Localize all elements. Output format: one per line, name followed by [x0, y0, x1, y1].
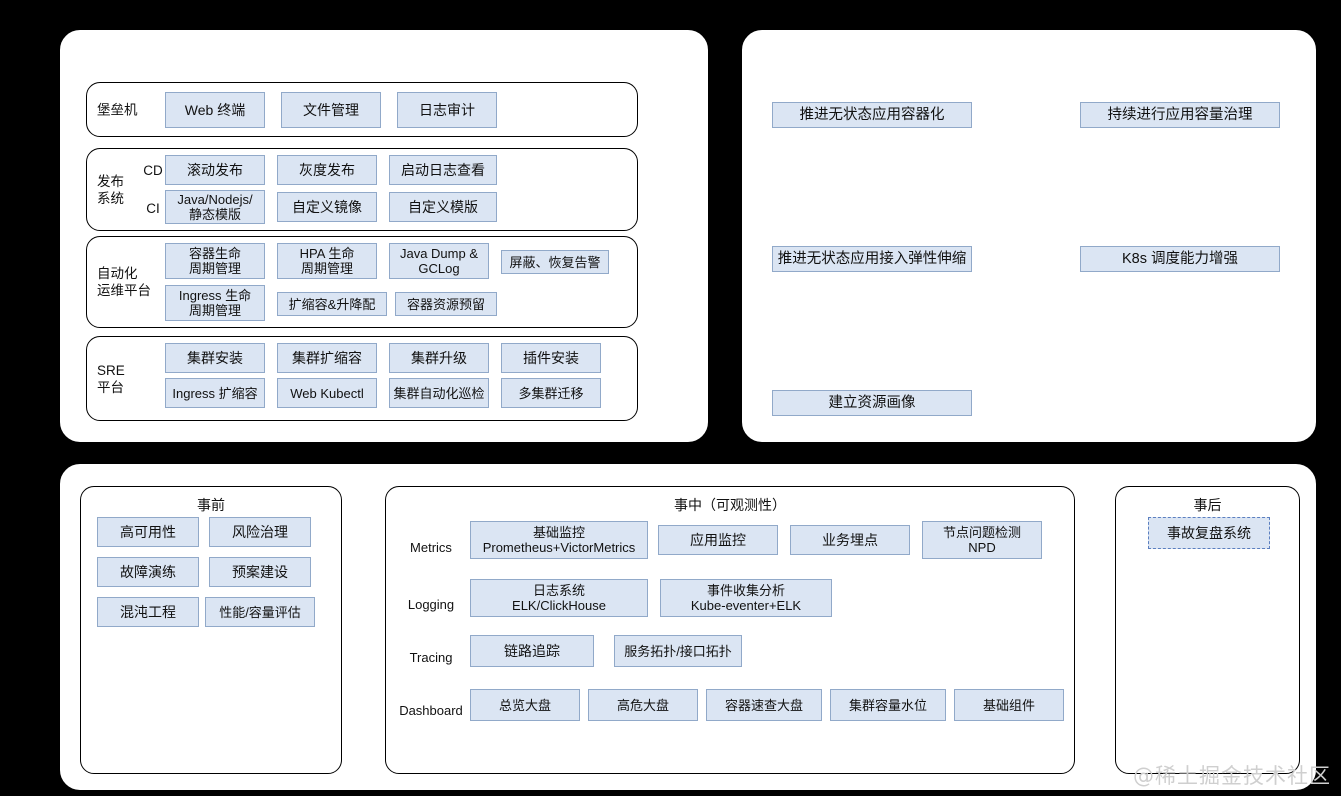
chip-basic-monitoring[interactable]: 基础监控 Prometheus+VictorMetrics: [470, 521, 648, 559]
chip-log-audit[interactable]: 日志审计: [397, 92, 497, 128]
chip-java-nodejs-static[interactable]: Java/Nodejs/ 静态模版: [165, 190, 265, 224]
goal-k8s-scheduling-enhancement[interactable]: K8s 调度能力增强: [1080, 246, 1280, 272]
row-label-logging: Logging: [407, 597, 455, 612]
chip-plugin-install[interactable]: 插件安装: [501, 343, 601, 373]
chip-cluster-auto-inspect[interactable]: 集群自动化巡检: [389, 378, 489, 408]
group-label-bastion: 堡垒机: [97, 102, 138, 117]
chip-ingress-scale[interactable]: Ingress 扩缩容: [165, 378, 265, 408]
subpanel-title-after: 事后: [1193, 497, 1222, 513]
chip-web-terminal[interactable]: Web 终端: [165, 92, 265, 128]
chip-highrisk-dashboard[interactable]: 高危大盘: [588, 689, 698, 721]
chip-service-topology[interactable]: 服务拓扑/接口拓扑: [614, 635, 742, 667]
subpanel-before: 事前 高可用性 风险治理 故障演练 预案建设 混沌工程 性能/容量评估: [80, 486, 342, 774]
chip-link-tracing[interactable]: 链路追踪: [470, 635, 594, 667]
group-label-release-system: 发布 系统: [97, 173, 124, 206]
sub-label-ci: CI: [146, 201, 160, 216]
chip-cluster-install[interactable]: 集群安装: [165, 343, 265, 373]
chip-cluster-scale[interactable]: 集群扩缩容: [277, 343, 377, 373]
row-label-tracing: Tracing: [409, 650, 453, 665]
goal-resource-profiling[interactable]: 建立资源画像: [772, 390, 972, 416]
subpanel-title-before: 事前: [197, 497, 225, 513]
chip-app-monitoring[interactable]: 应用监控: [658, 525, 778, 555]
chip-chaos-engineering[interactable]: 混沌工程: [97, 597, 199, 627]
chip-custom-image[interactable]: 自定义镜像: [277, 192, 377, 222]
row-label-metrics: Metrics: [410, 540, 452, 555]
chip-resource-reserve[interactable]: 容器资源预留: [395, 292, 497, 316]
goal-stateless-elastic-scaling[interactable]: 推进无状态应用接入弹性伸缩: [772, 246, 972, 272]
chip-rolling-release[interactable]: 滚动发布: [165, 155, 265, 185]
chip-cluster-upgrade[interactable]: 集群升级: [389, 343, 489, 373]
chip-container-lifecycle[interactable]: 容器生命 周期管理: [165, 243, 265, 279]
chip-startup-log[interactable]: 启动日志查看: [389, 155, 497, 185]
goal-stateless-containerization[interactable]: 推进无状态应用容器化: [772, 102, 972, 128]
chip-custom-template[interactable]: 自定义模版: [389, 192, 497, 222]
group-label-sre-platform: SRE 平台: [97, 362, 125, 395]
row-label-dashboard: Dashboard: [399, 703, 463, 718]
group-release-system: 发布 系统 CD CI 滚动发布 灰度发布 启动日志查看 Java/Nodejs…: [86, 148, 638, 231]
group-automation-ops-platform: 自动化 运维平台 容器生命 周期管理 HPA 生命 周期管理 Java Dump…: [86, 236, 638, 328]
chip-fault-drill[interactable]: 故障演练: [97, 557, 199, 587]
chip-overview-dashboard[interactable]: 总览大盘: [470, 689, 580, 721]
chip-perf-capacity-assessment[interactable]: 性能/容量评估: [205, 597, 315, 627]
capability-panel: 堡垒机 Web 终端 文件管理 日志审计 发布 系统 CD CI 滚动发布 灰度…: [58, 28, 710, 444]
sub-label-cd: CD: [143, 163, 163, 178]
chip-plan-construction[interactable]: 预案建设: [209, 557, 311, 587]
chip-incident-review-system[interactable]: 事故复盘系统: [1148, 517, 1270, 549]
chip-web-kubectl[interactable]: Web Kubectl: [277, 378, 377, 408]
chip-gray-release[interactable]: 灰度发布: [277, 155, 377, 185]
chip-cluster-capacity-dashboard[interactable]: 集群容量水位: [830, 689, 946, 721]
chip-risk-governance[interactable]: 风险治理: [209, 517, 311, 547]
chip-scale-resize[interactable]: 扩缩容&升降配: [277, 292, 387, 316]
group-sre-platform: SRE 平台 集群安装 集群扩缩容 集群升级 插件安装 Ingress 扩缩容 …: [86, 336, 638, 421]
chip-ingress-lifecycle[interactable]: Ingress 生命 周期管理: [165, 285, 265, 321]
chip-alert-mute-recover[interactable]: 屏蔽、恢复告警: [501, 250, 609, 274]
group-label-automation-ops-platform: 自动化 运维平台: [97, 266, 151, 298]
chip-log-system[interactable]: 日志系统 ELK/ClickHouse: [470, 579, 648, 617]
chip-hpa-lifecycle[interactable]: HPA 生命 周期管理: [277, 243, 377, 279]
subpanel-during: 事中（可观测性） Metrics 基础监控 Prometheus+VictorM…: [385, 486, 1075, 774]
goals-panel: 推进无状态应用容器化 持续进行应用容量治理 推进无状态应用接入弹性伸缩 K8s …: [740, 28, 1318, 444]
goal-capacity-governance[interactable]: 持续进行应用容量治理: [1080, 102, 1280, 128]
lifecycle-panel: 事前 高可用性 风险治理 故障演练 预案建设 混沌工程 性能/容量评估 事中（可…: [58, 462, 1318, 792]
chip-multi-cluster-migrate[interactable]: 多集群迁移: [501, 378, 601, 408]
chip-basic-components[interactable]: 基础组件: [954, 689, 1064, 721]
chip-business-tracking[interactable]: 业务埋点: [790, 525, 910, 555]
chip-high-availability[interactable]: 高可用性: [97, 517, 199, 547]
group-bastion: 堡垒机 Web 终端 文件管理 日志审计: [86, 82, 638, 137]
subpanel-title-during: 事中（可观测性）: [674, 497, 786, 513]
chip-java-dump-gclog[interactable]: Java Dump & GCLog: [389, 243, 489, 279]
chip-event-collection[interactable]: 事件收集分析 Kube-eventer+ELK: [660, 579, 832, 617]
subpanel-after: 事后 事故复盘系统: [1115, 486, 1300, 774]
chip-node-problem-detector[interactable]: 节点问题检测 NPD: [922, 521, 1042, 559]
chip-file-manage[interactable]: 文件管理: [281, 92, 381, 128]
chip-container-lookup-dashboard[interactable]: 容器速查大盘: [706, 689, 822, 721]
